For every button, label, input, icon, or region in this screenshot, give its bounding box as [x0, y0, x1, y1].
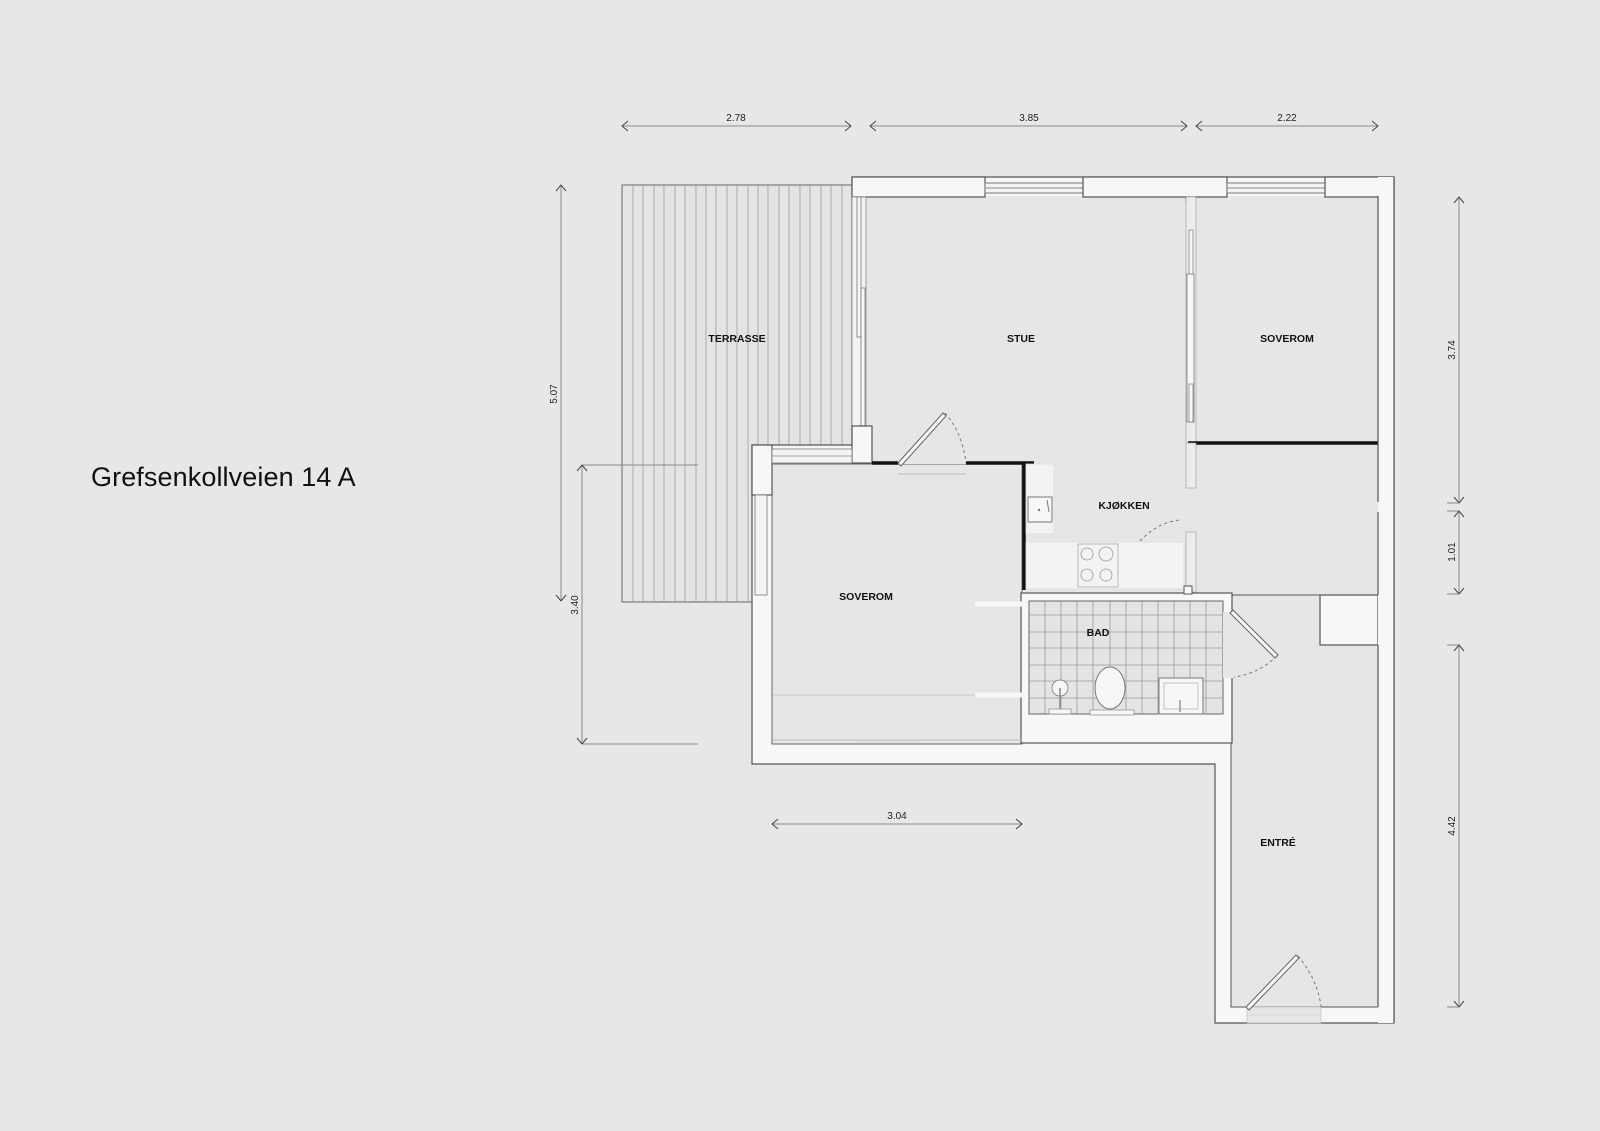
dimension-top: 2.78 3.85 2.22: [621, 113, 1379, 132]
dimension-label: 3.85: [1019, 113, 1039, 124]
bathroom-door[interactable]: [1223, 609, 1279, 678]
room-label-entre: ENTRÉ: [1260, 836, 1296, 849]
room-labels: TERRASSE STUE SOVEROM KJØKKEN SOVEROM BA…: [708, 333, 1314, 849]
top-windows: [851, 176, 1395, 202]
sliding-door-terrace: [751, 196, 873, 596]
bathroom: [1020, 585, 1233, 744]
stue-floor-extension: [876, 426, 1026, 464]
dimension-label: 5.07: [549, 384, 560, 404]
dimension-label: 1.01: [1447, 542, 1458, 562]
room-label-soverom-right: SOVEROM: [1260, 333, 1314, 345]
room-label-bad: BAD: [1087, 627, 1110, 639]
room-label-stue: STUE: [1007, 333, 1035, 345]
dimension-label: 3.40: [570, 595, 581, 615]
room-label-terrasse: TERRASSE: [708, 333, 765, 345]
room-label-kjokken: KJØKKEN: [1098, 500, 1149, 512]
dimension-label: 4.42: [1447, 816, 1458, 836]
room-label-soverom-left: SOVEROM: [839, 591, 893, 603]
dimension-label: 3.04: [887, 811, 907, 822]
dimension-left: 5.07 3.40: [549, 184, 698, 745]
bedroom-left: [773, 601, 1022, 743]
dimension-label: 2.22: [1277, 113, 1297, 124]
dimension-bottom: 3.04: [771, 811, 1023, 830]
partition-stue-soverom: [1185, 196, 1378, 593]
dimension-label: 2.78: [726, 113, 746, 124]
soverom-door[interactable]: [872, 412, 1034, 590]
kitchen: [1025, 463, 1185, 590]
dimension-right: 3.74 1.01 4.42: [1447, 196, 1465, 1008]
right-wall-features: [1319, 177, 1395, 1023]
dimension-label: 3.74: [1447, 340, 1458, 360]
page-title: Grefsenkollveien 14 A: [91, 462, 356, 492]
entrance-door[interactable]: [1245, 954, 1322, 1024]
